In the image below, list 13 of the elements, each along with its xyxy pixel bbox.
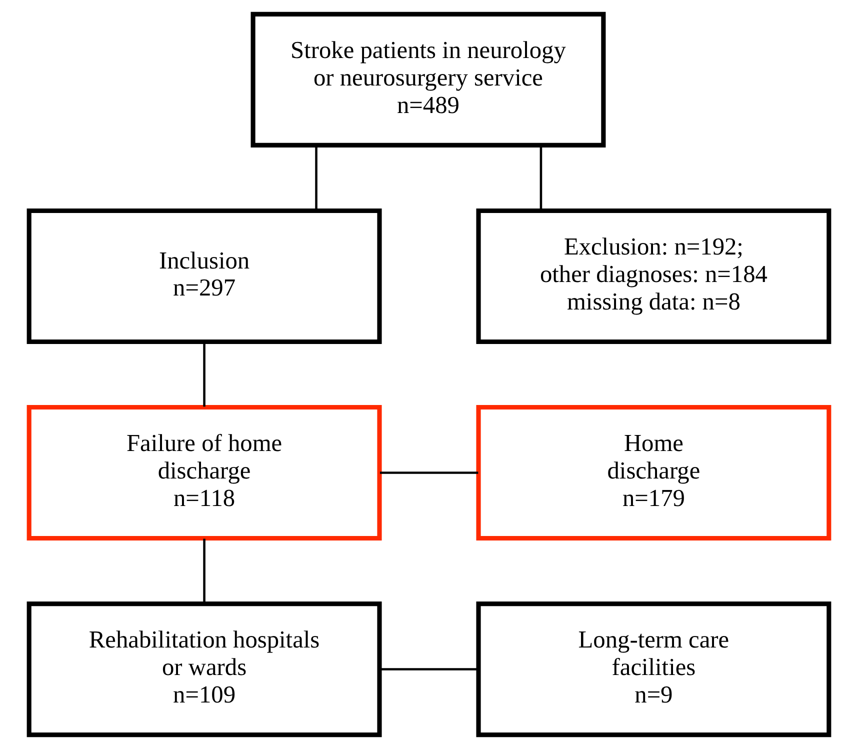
node-box: Home discharge n=179 [476,404,831,541]
connector [202,538,205,604]
node-box: Exclusion: n=192; other diagnoses: n=184 missing data: n=8 [476,208,831,344]
node-box: Stroke patients in neurology or neurosurgery service n=489 [250,12,606,148]
node-box: Inclusion n=297 [26,208,382,344]
connector [314,146,317,210]
connector [202,342,205,407]
node-box: Rehabilitation hospitals or wards n=109 [26,602,382,738]
connector [539,146,542,210]
node-box: Long-term care facilities n=9 [476,602,831,738]
node-box: Failure of home discharge n=118 [26,404,382,541]
connector [379,668,478,670]
connector [379,472,478,474]
